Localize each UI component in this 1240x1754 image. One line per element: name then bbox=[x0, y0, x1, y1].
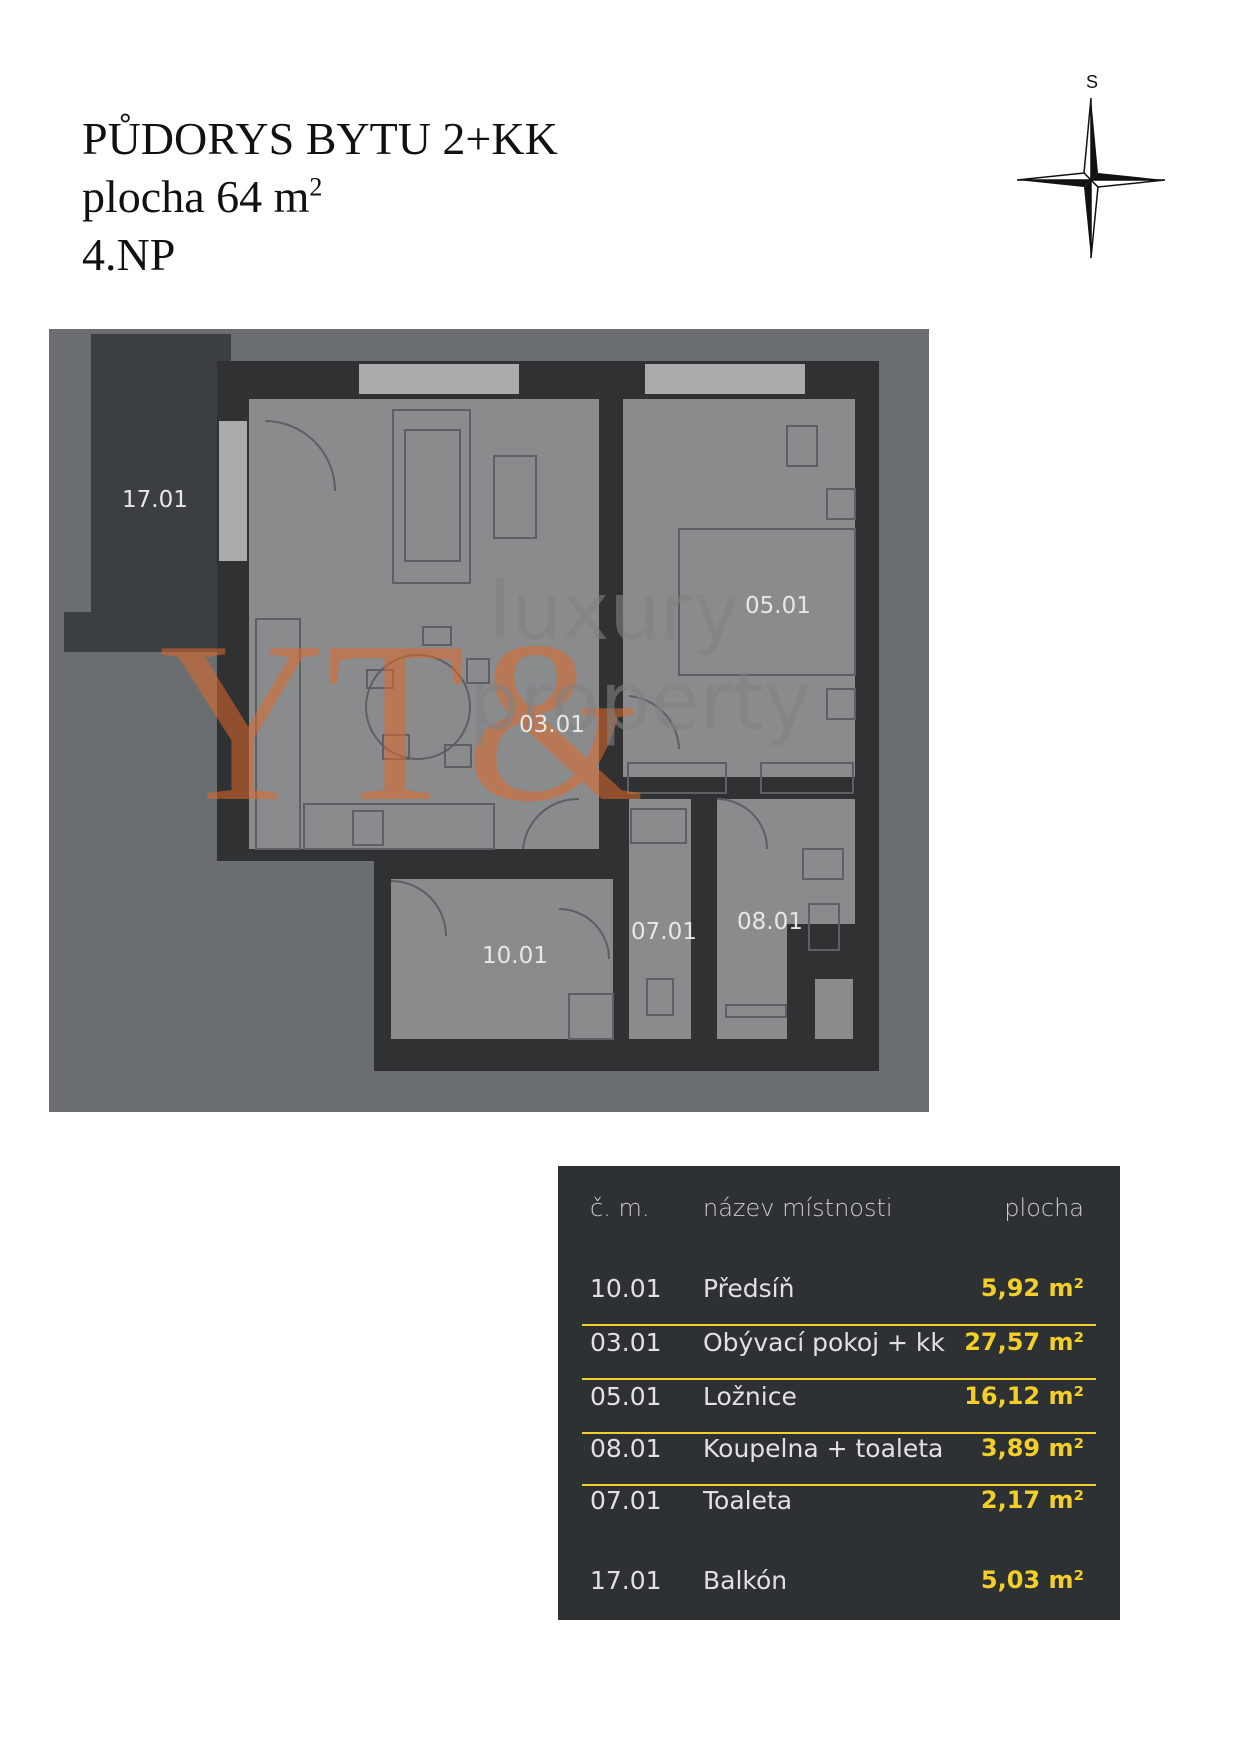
cell-room-number: 10.01 bbox=[590, 1274, 662, 1303]
room-1001 bbox=[391, 879, 613, 1039]
header-room-number: č. m. bbox=[590, 1194, 650, 1222]
balcony-ledge bbox=[64, 612, 224, 652]
room-0301 bbox=[249, 399, 599, 849]
cell-room-name: Obývací pokoj + kk bbox=[703, 1328, 945, 1357]
watermark-monogram: YT& bbox=[159, 594, 645, 849]
cell-room-name: Balkón bbox=[703, 1566, 788, 1595]
cell-room-number: 03.01 bbox=[590, 1328, 662, 1357]
window-2 bbox=[645, 364, 805, 394]
table-row: 07.01 Toaleta 2,17 m² bbox=[558, 1486, 1120, 1538]
cell-room-number: 05.01 bbox=[590, 1382, 662, 1411]
title-line-2: plocha 64 m2 bbox=[82, 171, 323, 222]
cell-room-name: Předsíň bbox=[703, 1274, 795, 1303]
page-title: PŮDORYS BYTU 2+KK plocha 64 m2 4.NP bbox=[82, 110, 558, 284]
balcony-door bbox=[219, 421, 247, 561]
table-row: 08.01 Koupelna + toaleta 3,89 m² bbox=[558, 1434, 1120, 1486]
room-label-1701: 17.01 bbox=[122, 487, 188, 513]
table-row: 10.01 Předsíň 5,92 m² bbox=[558, 1274, 1120, 1326]
room-label-1001: 10.01 bbox=[482, 943, 548, 969]
room-table-header: č. m. název místnosti plocha bbox=[558, 1194, 1120, 1234]
room-label-0801: 08.01 bbox=[737, 909, 803, 935]
shaft bbox=[815, 979, 853, 1039]
cell-room-area: 2,17 m² bbox=[980, 1486, 1084, 1514]
cell-room-number: 08.01 bbox=[590, 1434, 662, 1463]
room-label-0501: 05.01 bbox=[745, 593, 811, 619]
table-row: 03.01 Obývací pokoj + kk 27,57 m² bbox=[558, 1328, 1120, 1380]
room-table: č. m. název místnosti plocha 10.01 Předs… bbox=[558, 1166, 1120, 1620]
cell-room-area: 27,57 m² bbox=[964, 1328, 1084, 1356]
balcony-slab bbox=[91, 334, 231, 652]
table-row: 05.01 Ložnice 16,12 m² bbox=[558, 1382, 1120, 1434]
cell-room-number: 07.01 bbox=[590, 1486, 662, 1515]
header-room-area: plocha bbox=[1004, 1194, 1084, 1222]
cell-room-name: Koupelna + toaleta bbox=[703, 1434, 944, 1463]
compass-label: S bbox=[1086, 72, 1099, 92]
title-line-1: PŮDORYS BYTU 2+KK bbox=[82, 113, 558, 164]
compass-rose-icon bbox=[1016, 97, 1166, 259]
watermark-text-1: luxury bbox=[489, 565, 740, 658]
furniture bbox=[255, 409, 856, 1040]
window-1 bbox=[359, 364, 519, 394]
cell-room-area: 5,03 m² bbox=[980, 1566, 1084, 1594]
table-row: 17.01 Balkón 5,03 m² bbox=[558, 1566, 1120, 1618]
cell-room-name: Toaleta bbox=[703, 1486, 793, 1515]
cell-room-area: 3,89 m² bbox=[980, 1434, 1084, 1462]
room-0801-b bbox=[717, 924, 787, 1039]
room-0801 bbox=[717, 799, 855, 924]
floor-plan: YT& luxury property 17.01 05.01 03.01 07… bbox=[49, 329, 929, 1112]
cell-room-number: 17.01 bbox=[590, 1566, 662, 1595]
header-room-name: název místnosti bbox=[703, 1194, 893, 1222]
cell-room-area: 5,92 m² bbox=[980, 1274, 1084, 1302]
cutout-fill bbox=[217, 861, 357, 1081]
cell-room-area: 16,12 m² bbox=[964, 1382, 1084, 1410]
watermark-text-2: property bbox=[469, 655, 811, 748]
room-0701 bbox=[629, 799, 691, 1039]
title-line-3: 4.NP bbox=[82, 229, 176, 280]
room-label-0701: 07.01 bbox=[631, 919, 697, 945]
cell-room-name: Ložnice bbox=[703, 1382, 797, 1411]
room-label-0301: 03.01 bbox=[519, 712, 585, 738]
